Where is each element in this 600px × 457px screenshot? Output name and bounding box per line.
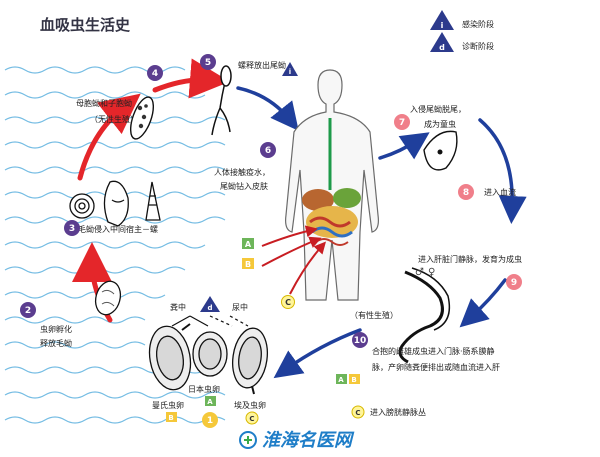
svg-text:B: B — [168, 414, 173, 422]
svg-text:A: A — [338, 376, 344, 384]
step-badge-5: 5 — [200, 54, 216, 70]
svg-text:4: 4 — [152, 69, 158, 79]
snail-illustrations — [69, 180, 161, 227]
cercaria-release-label: 螺释放出尾蚴 — [238, 60, 286, 70]
male-symbol: ♂ — [415, 267, 424, 278]
svg-text:10: 10 — [354, 336, 367, 346]
female-symbol: ♀ — [428, 267, 435, 278]
pair-description-line2: 脉，产卵随粪便排出或随血流进入肝 — [372, 362, 500, 372]
route-tag-c: C — [281, 295, 295, 309]
watermark-text: 淮海名医网 — [262, 430, 355, 451]
svg-text:d: d — [439, 43, 445, 52]
svg-text:5: 5 — [205, 58, 211, 68]
svg-text:C: C — [249, 415, 254, 423]
egg-tag-c: C — [245, 411, 259, 425]
internal-organs — [302, 118, 361, 246]
svg-text:7: 7 — [399, 118, 405, 128]
step-badge-4: 4 — [147, 65, 163, 81]
cercaria-infect-icon: i — [282, 62, 298, 76]
svg-text:6: 6 — [265, 146, 271, 156]
eggs-illustration — [148, 323, 268, 395]
step-badge-2: 2 — [20, 302, 36, 318]
svg-text:C: C — [355, 409, 360, 417]
pair-tag-b: B — [349, 374, 360, 384]
mother-sporocyst-label: 母胞蚴和子胞蚴 — [76, 98, 132, 108]
portal-adult-label: 进入肝脏门静脉，发育为成虫 — [418, 254, 522, 264]
urine-label: 尿中 — [232, 302, 248, 312]
bladder-plexus-label: 进入膀胱静脉丛 — [370, 407, 426, 417]
egg-diagnose-icon: d — [200, 296, 220, 312]
step-badge-7: 7 — [394, 114, 410, 130]
route-arrows — [261, 225, 327, 295]
svg-text:A: A — [245, 240, 252, 249]
blue-cycle-arrows — [236, 86, 527, 379]
pair-tag-a: A — [336, 374, 347, 384]
egg-tag-a: A — [205, 396, 216, 406]
page-title: 血吸虫生活史 — [40, 16, 131, 34]
sexual-label: （有性生殖） — [350, 310, 398, 320]
pair-description-line1: 合抱的雌雄成虫进入门脉·肠系膜静 — [372, 346, 495, 356]
enter-blood-label: 进入血流 — [484, 187, 516, 197]
release-miracidium-label: 释放毛蚴 — [40, 338, 72, 348]
svg-text:d: d — [207, 304, 212, 312]
egg-tag-b: B — [166, 412, 177, 422]
haematobium-egg-label: 埃及虫卵 — [234, 400, 266, 410]
svg-text:2: 2 — [25, 306, 31, 316]
miracidium-illustration — [94, 280, 122, 316]
svg-text:B: B — [351, 376, 356, 384]
step-badge-8: 8 — [458, 184, 474, 200]
svg-text:3: 3 — [69, 224, 75, 234]
svg-text:A: A — [207, 398, 213, 406]
watermark-logo: 淮海名医网 — [239, 430, 355, 451]
route-tag-b: B — [242, 258, 254, 269]
svg-text:C: C — [285, 298, 291, 307]
japonicum-egg-label: 日本虫卵 — [188, 384, 220, 394]
legend: i 感染阶段 d 诊断阶段 — [430, 10, 494, 52]
bladder-tag-c: C — [351, 405, 365, 419]
asexual-label: （无性生殖） — [90, 114, 138, 124]
svg-text:i: i — [289, 68, 291, 76]
step-badge-9: 9 — [506, 274, 522, 290]
step-badge-3: 3 — [64, 220, 80, 236]
svg-text:B: B — [245, 260, 251, 269]
legend-infect-icon: i — [430, 10, 454, 30]
step-badge-10: 10 — [352, 332, 368, 348]
adult-worm-pair-illustration — [398, 267, 451, 364]
schistosomulum-illustration — [423, 130, 458, 171]
mansoni-egg-label: 曼氏虫卵 — [152, 400, 184, 410]
svg-text:9: 9 — [511, 278, 517, 288]
human-body-illustration — [285, 69, 379, 301]
feces-label: 粪中 — [170, 302, 186, 312]
legend-diagnose-icon: d — [430, 32, 454, 52]
cercaria-illustration — [211, 65, 232, 136]
become-schistosomula-label: 成为童虫 — [424, 119, 456, 129]
svg-text:i: i — [441, 21, 444, 30]
route-tag-a: A — [242, 238, 254, 249]
svg-text:8: 8 — [463, 188, 469, 198]
egg-branch-lines — [171, 315, 249, 327]
svg-text:1: 1 — [207, 416, 213, 426]
miracidium-snail-label: 毛蚴侵入中间宿主－螺 — [78, 224, 158, 234]
step-badge-1: 1 — [202, 412, 218, 428]
invade-shed-label: 入侵尾蚴脱尾， — [410, 104, 466, 114]
tail-enter-skin-label: 尾蚴钻入皮肤 — [220, 181, 268, 191]
egg-hatch-label: 虫卵孵化 — [40, 324, 72, 334]
legend-infect-label: 感染阶段 — [462, 19, 494, 29]
step-badge-6: 6 — [260, 142, 276, 158]
human-contact-label: 人体接触疫水， — [214, 167, 270, 177]
legend-diagnose-label: 诊断阶段 — [462, 41, 494, 51]
sporocyst-illustration — [129, 96, 155, 140]
